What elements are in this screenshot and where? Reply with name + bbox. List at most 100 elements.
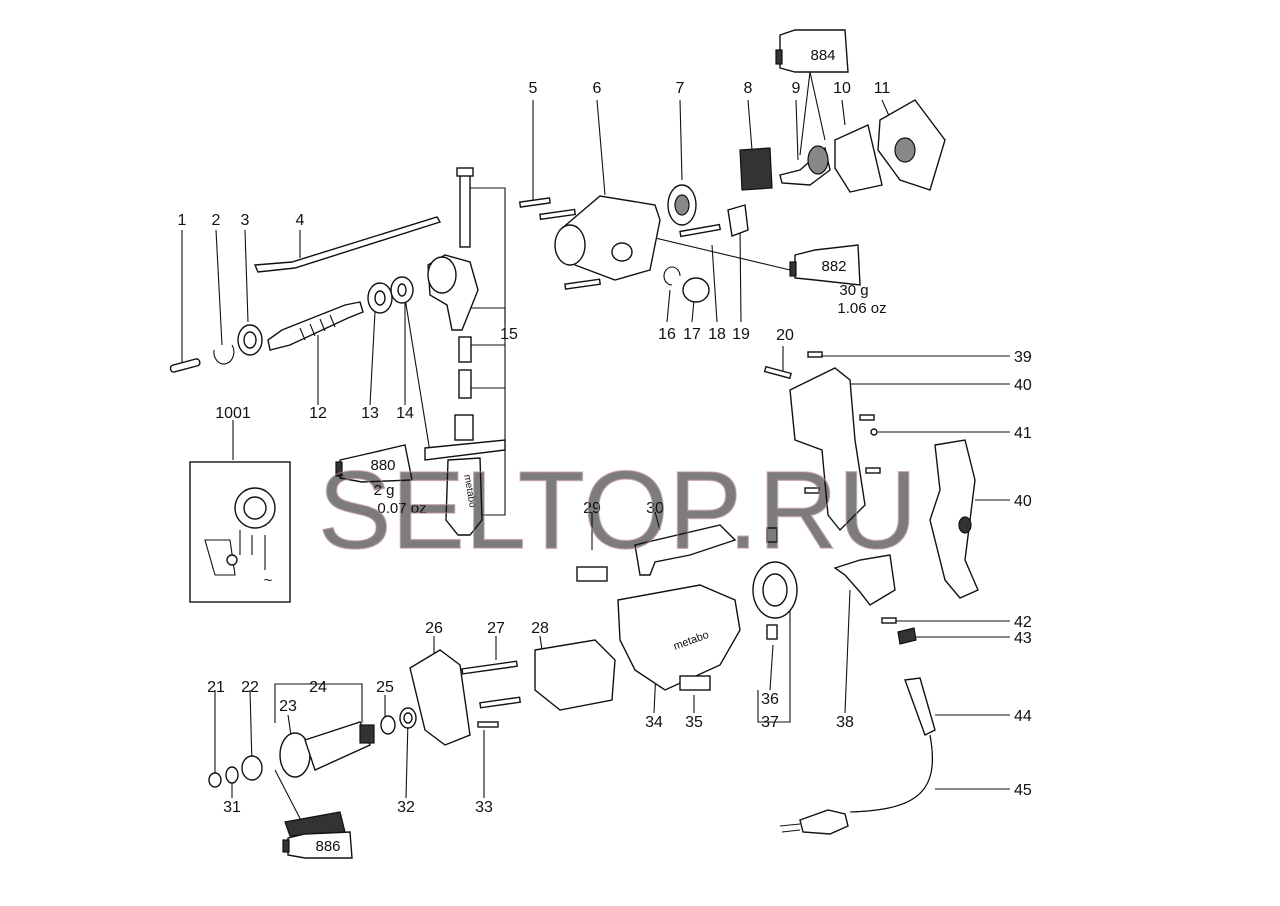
callout-20: 20 — [776, 327, 794, 344]
leader-lines — [181, 71, 1010, 831]
part-40-housing-half-left — [789, 367, 866, 532]
part-31-circlip — [225, 766, 239, 784]
callout-11: 11 — [874, 80, 891, 97]
part-30-cover — [634, 524, 737, 576]
grease-tube-882: 882 — [789, 244, 861, 286]
part-17-knob — [682, 277, 710, 303]
part-35-plate — [679, 675, 711, 691]
callout-19: 19 — [732, 326, 750, 343]
callout-31: 31 — [223, 799, 241, 816]
part-10-gasket — [834, 124, 883, 193]
part-28-stator — [534, 639, 616, 711]
callout-34: 34 — [645, 714, 663, 731]
grease-tube-884: 884 — [775, 29, 849, 73]
part-4-rod — [253, 216, 442, 273]
part-38-switch — [833, 554, 896, 606]
part-11-bearing-plate — [877, 99, 946, 191]
part-29-label — [576, 566, 608, 582]
callout-28: 28 — [531, 620, 549, 637]
callout-40-lower: 40 — [1014, 493, 1032, 510]
part-40-housing-half-right — [929, 439, 979, 599]
part-44-cable-sleeve — [904, 677, 936, 736]
callout-40-upper: 40 — [1014, 377, 1032, 394]
part-20-screw — [763, 365, 792, 380]
part-25-bearing — [380, 715, 396, 735]
part-37-brush-holder — [752, 561, 798, 619]
tube-882-label: 882 — [821, 258, 846, 275]
part-15-side-handle: metabo — [424, 167, 506, 536]
callout-41: 41 — [1014, 425, 1032, 442]
inset-1001-wiring-detail: ~ — [189, 461, 291, 603]
part-45-power-cable — [779, 734, 933, 835]
callout-22: 22 — [241, 679, 259, 696]
part-42-screw — [881, 617, 897, 624]
callout-37: 37 — [761, 714, 779, 731]
part-7-gear — [667, 184, 697, 226]
part-41-screws — [804, 414, 881, 494]
tube-880-label: 880 — [370, 457, 395, 474]
callout-12: 12 — [309, 405, 327, 422]
callout-14: 14 — [396, 405, 414, 422]
callout-30: 30 — [646, 500, 664, 517]
part-14-bearing — [390, 276, 414, 304]
callout-17: 17 — [683, 326, 701, 343]
tube-886-label: 886 — [315, 838, 340, 855]
grease-tube-886: 886 — [282, 811, 353, 859]
callout-15: 15 — [500, 326, 518, 343]
callout-36: 36 — [761, 691, 779, 708]
part-21-cap — [208, 772, 222, 788]
callout-13: 13 — [361, 405, 379, 422]
tube-884-label: 884 — [810, 47, 835, 64]
callout-23: 23 — [279, 698, 297, 715]
part-26-fan-guide — [409, 649, 471, 746]
part-34-motor-housing: metabo — [617, 584, 741, 691]
callout-43: 43 — [1014, 630, 1032, 647]
tube-880-amount-oz: 0.07 oz — [377, 500, 426, 517]
tube-882-amount-oz: 1.06 oz — [837, 300, 886, 317]
callout-35: 35 — [685, 714, 703, 731]
callout-numbers: 1 2 3 4 5 6 7 8 9 10 11 12 13 14 15 16 1… — [178, 80, 1032, 816]
part-9-armature-pinion — [779, 145, 831, 186]
part-33-screws — [477, 721, 499, 728]
tube-882-amount: 30 g — [839, 282, 868, 299]
wiring-ac-symbol: ~ — [264, 572, 273, 589]
callout-39: 39 — [1014, 349, 1032, 366]
callout-32: 32 — [397, 799, 415, 816]
grease-tube-880: 880 — [335, 444, 413, 483]
part-5-screw — [518, 197, 602, 290]
part-39-screw — [807, 351, 823, 358]
callout-24: 24 — [309, 679, 327, 696]
part-16-spring-clip — [663, 266, 681, 286]
callout-4: 4 — [296, 212, 305, 229]
callout-10: 10 — [833, 80, 851, 97]
callout-27: 27 — [487, 620, 505, 637]
part-32-ring — [399, 707, 417, 729]
callout-8: 8 — [744, 80, 753, 97]
part-19-clamp — [727, 204, 749, 237]
part-8-switch-block — [739, 147, 773, 191]
callout-1001: 1001 — [215, 405, 251, 422]
part-18-pin — [679, 223, 722, 238]
callout-45: 45 — [1014, 782, 1032, 799]
part-36-brush — [766, 527, 778, 640]
callout-3: 3 — [241, 212, 250, 229]
callout-9: 9 — [792, 80, 801, 97]
callout-26: 26 — [425, 620, 443, 637]
watermark: SELTOP.RU — [318, 449, 917, 572]
callout-1: 1 — [178, 212, 187, 229]
callout-29: 29 — [583, 500, 601, 517]
callout-33: 33 — [475, 799, 493, 816]
part-27-screws — [461, 660, 522, 709]
callout-6: 6 — [593, 80, 602, 97]
part-13-bearing — [367, 282, 393, 314]
part-3-seal-ring — [237, 324, 263, 356]
callout-5: 5 — [529, 80, 538, 97]
callout-21: 21 — [207, 679, 225, 696]
part-43-clamp — [897, 627, 917, 645]
callout-2: 2 — [212, 212, 221, 229]
callout-44: 44 — [1014, 708, 1032, 725]
part-23-24-armature — [279, 721, 375, 778]
callout-16: 16 — [658, 326, 676, 343]
tube-880-amount: 2 g — [374, 482, 395, 499]
